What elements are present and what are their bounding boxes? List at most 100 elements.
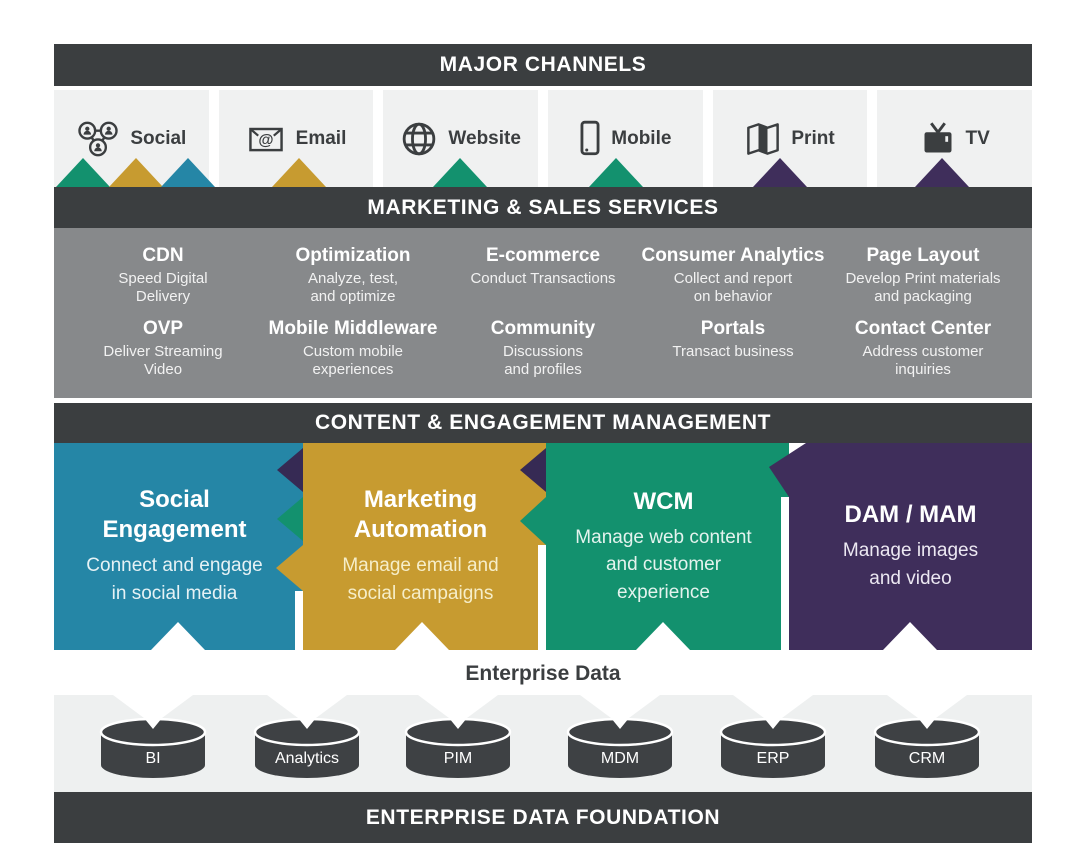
channel-label-website: Website <box>448 127 521 149</box>
flow-triangle-social-3 <box>161 158 215 187</box>
service-desc: Conduct Transactions <box>470 270 616 287</box>
database-cylinder-mdm: MDM <box>566 695 674 778</box>
major-channels-title: MAJOR CHANNELS <box>439 53 647 76</box>
services-panel: CDN Speed Digital Delivery Optimization … <box>54 228 1032 398</box>
service-desc: Collect and report on behavior <box>673 270 793 305</box>
email-icon: @ <box>248 127 283 151</box>
service-title: Mobile Middleware <box>268 318 438 340</box>
enterprise-data-foundation-bar: ENTERPRISE DATA FOUNDATION <box>54 792 1032 843</box>
database-cylinder-bi: BI <box>99 695 207 778</box>
service-cdn: CDN Speed Digital Delivery <box>68 245 258 305</box>
service-ecommerce: E-commerce Conduct Transactions <box>448 245 638 305</box>
content-engagement-bar: CONTENT & ENGAGEMENT MANAGEMENT <box>54 403 1032 443</box>
notch-marketing-automation <box>395 622 449 650</box>
notch-social-engagement <box>151 622 205 650</box>
service-title: Page Layout <box>866 245 980 266</box>
cem-blocks-graphic <box>54 443 1032 650</box>
block-title: WCM <box>633 487 694 515</box>
service-title: CDN <box>142 245 184 266</box>
channel-label-print: Print <box>791 127 835 149</box>
major-channels-bar: MAJOR CHANNELS <box>54 44 1032 86</box>
marketing-automation-text: Marketing Automation Manage email and so… <box>303 443 538 650</box>
junction1-green-arrow <box>277 497 303 541</box>
database-cylinder-crm: CRM <box>873 695 981 778</box>
databases-band <box>54 695 1032 792</box>
block-desc: Manage web content and customer experien… <box>575 526 752 603</box>
junction2-purple-arrow <box>520 448 546 492</box>
channel-label-tv: TV <box>965 127 990 149</box>
channel-tiles: Social @ Email Website <box>54 90 1033 187</box>
print-icon <box>747 122 780 155</box>
service-desc: Speed Digital Delivery <box>118 270 208 305</box>
junction1-purple-arrow <box>277 448 303 492</box>
service-desc: Custom mobile experiences <box>302 343 404 379</box>
marketing-sales-services-bar: MARKETING & SALES SERVICES <box>54 187 1032 228</box>
service-title: Contact Center <box>854 318 992 340</box>
databases-graphic: BI Analytics PIM MDM ERP <box>99 695 981 778</box>
service-title: E-commerce <box>485 245 601 266</box>
block-desc: Manage email and social campaigns <box>342 555 499 604</box>
service-page-layout: Page Layout Develop Print materials and … <box>828 245 1018 305</box>
service-desc: Discussions and profiles <box>502 343 584 379</box>
block-desc: Connect and engage in social media <box>86 555 263 604</box>
service-title: OVP <box>142 318 184 340</box>
database-cylinder-erp: ERP <box>719 695 827 778</box>
service-desc: Analyze, test, and optimize <box>307 270 399 305</box>
social-engagement-text: Social Engagement Connect and engage in … <box>54 443 295 650</box>
svg-text:PIM: PIM <box>444 750 472 767</box>
flow-triangle-print <box>753 158 807 187</box>
service-title: Optimization <box>295 245 411 266</box>
service-desc: Deliver Streaming Video <box>103 343 223 379</box>
social-engagement-block <box>54 443 303 650</box>
svg-text:CRM: CRM <box>909 750 945 767</box>
service-title: Community <box>490 318 596 340</box>
flow-triangle-social-2 <box>109 158 163 187</box>
block-title: DAM / MAM <box>844 501 977 529</box>
service-ovp: OVP Deliver Streaming Video <box>68 318 258 378</box>
flow-triangle-mobile <box>589 158 643 187</box>
svg-text:MDM: MDM <box>601 750 639 767</box>
svg-text:BI: BI <box>145 750 160 767</box>
dam-mam-text: DAM / MAM Manage images and video <box>789 443 1032 650</box>
channel-label-social: Social <box>130 127 187 149</box>
marketing-stack-diagram: MAJOR CHANNELS Social <box>54 0 1033 851</box>
channel-label-email: Email <box>295 127 347 149</box>
svg-text:@: @ <box>258 132 273 149</box>
website-icon <box>403 122 436 155</box>
wcm-text: WCM Manage web content and customer expe… <box>546 443 781 650</box>
service-portals: Portals Transact business <box>638 318 828 378</box>
enterprise-data-foundation-title: ENTERPRISE DATA FOUNDATION <box>365 805 721 829</box>
service-mobile-middleware: Mobile Middleware Custom mobile experien… <box>258 318 448 378</box>
social-icon <box>78 121 119 156</box>
notch-dam-mam <box>883 622 937 650</box>
channel-label-mobile: Mobile <box>611 127 672 149</box>
block-desc: Manage images and video <box>842 540 979 589</box>
block-title: Social Engagement <box>102 486 247 544</box>
wcm-block <box>520 443 789 650</box>
flow-triangle-social-1 <box>56 158 110 187</box>
service-desc: Address customer inquiries <box>862 343 984 379</box>
service-desc: Develop Print materials and packaging <box>845 270 1001 305</box>
service-optimization: Optimization Analyze, test, and optimize <box>258 245 448 305</box>
svg-text:Analytics: Analytics <box>275 750 339 767</box>
dam-mam-block <box>769 443 1032 650</box>
enterprise-data-heading: Enterprise Data <box>465 662 621 685</box>
service-desc: Transact business <box>672 343 794 361</box>
flow-triangle-email <box>272 158 326 187</box>
tv-icon <box>924 121 952 152</box>
marketing-automation-block <box>276 443 546 650</box>
flow-triangle-tv <box>915 158 969 187</box>
channel-tile-print: Print <box>712 90 868 187</box>
database-cylinder-analytics: Analytics <box>253 695 361 778</box>
marketing-sales-services-title: MARKETING & SALES SERVICES <box>367 195 719 219</box>
notch-wcm <box>636 622 690 650</box>
svg-text:ERP: ERP <box>757 750 790 767</box>
service-consumer-analytics: Consumer Analytics Collect and report on… <box>638 245 828 305</box>
service-contact-center: Contact Center Address customer inquirie… <box>828 318 1018 378</box>
service-title: Consumer Analytics <box>641 245 825 266</box>
service-title: Portals <box>700 318 766 340</box>
flow-triangle-website <box>433 158 487 187</box>
mobile-icon <box>580 120 600 156</box>
block-title: Marketing Automation <box>353 486 488 544</box>
content-engagement-title: CONTENT & ENGAGEMENT MANAGEMENT <box>314 411 772 434</box>
